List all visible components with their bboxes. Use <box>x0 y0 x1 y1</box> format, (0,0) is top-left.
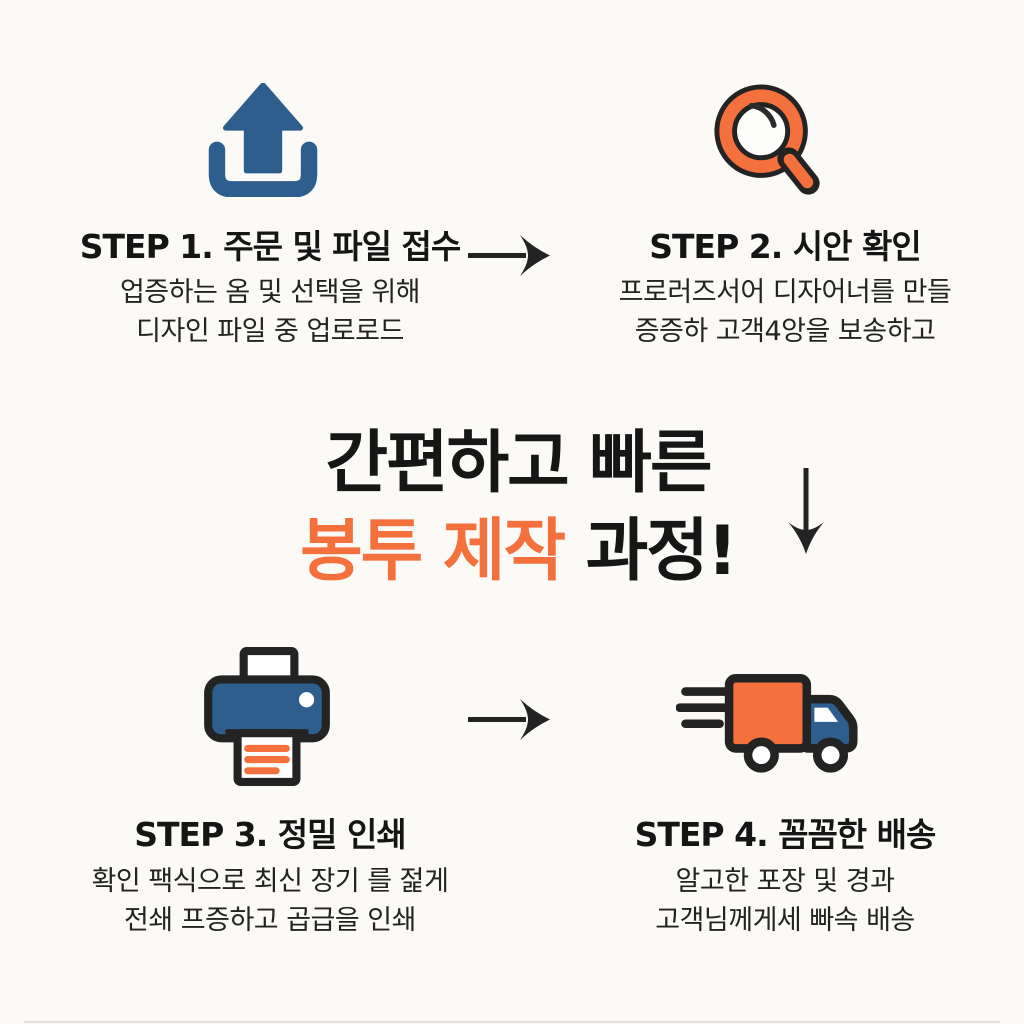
heading-rest: 과정! <box>564 512 738 591</box>
delivery-truck-icon <box>675 666 858 778</box>
step-4-desc-line-2: 고객님께게세 빠속 배송 <box>655 905 915 936</box>
step-3-desc-line-1: 확인 팩식으로 최신 장기 를 젍게 <box>91 866 449 897</box>
main-heading: 간편하고 빠른 봉투 제작 과정! <box>62 420 974 596</box>
step-4-title: STEP 4. 꼼꼼한 배송 <box>634 815 937 854</box>
arrow-right-icon <box>466 695 554 747</box>
printer-icon <box>198 646 336 792</box>
heading-highlight: 봉투 제작 <box>300 512 566 591</box>
step-1-desc-line-1: 업증하는 옴 및 선택을 위해 <box>119 277 421 308</box>
upload-icon <box>202 82 324 201</box>
step-4-block: STEP 4. 꼼꼼한 배송 알고한 포장 및 경과 고객님께게세 빠속 배송 <box>565 640 1005 950</box>
bottom-edge-artifact <box>24 1021 1000 1023</box>
main-heading-line-1: 간편하고 빠른 <box>325 424 712 503</box>
step-1-desc-line-2: 디자인 파일 중 업로로드 <box>136 316 404 347</box>
step-2-desc-line-2: 증증하 고객4앙을 보송하고 <box>634 316 936 347</box>
step-1-block: STEP 1. 주문 및 파일 접수 업증하는 옴 및 선택을 위해 디자인 파… <box>58 70 482 360</box>
step-3-block: STEP 3. 정밀 인쇄 확인 팩식으로 최신 장기 를 젍게 전쇄 프증하고… <box>55 640 485 950</box>
step-1-title: STEP 1. 주문 및 파일 접수 <box>79 227 461 266</box>
search-magnifier-icon <box>710 80 828 208</box>
step-4-description: 알고한 포장 및 경과 고객님께게세 빠속 배송 <box>565 862 1005 940</box>
arrow-down-icon <box>786 466 826 572</box>
step-3-description: 확인 팩식으로 최신 장기 를 젍게 전쇄 프증하고 곱급을 인쇄 <box>55 862 485 940</box>
step-2-description: 프로러즈서어 디자어너를 만들 증증하 고객4앙을 보송하고 <box>570 273 1000 351</box>
arrow-right-icon <box>466 231 554 283</box>
main-heading-line-2: 봉투 제작 과정! <box>62 508 974 596</box>
step-3-title: STEP 3. 정밀 인쇄 <box>134 815 406 854</box>
step-3-desc-line-2: 전쇄 프증하고 곱급을 인쇄 <box>124 905 417 936</box>
step-2-title: STEP 2. 시안 확인 <box>649 227 921 266</box>
step-2-block: STEP 2. 시안 확인 프로러즈서어 디자어너를 만들 증증하 고객4앙을 … <box>570 70 1000 360</box>
step-4-desc-line-1: 알고한 포장 및 경과 <box>675 866 895 897</box>
step-1-description: 업증하는 옴 및 선택을 위해 디자인 파일 중 업로로드 <box>58 273 482 351</box>
step-2-desc-line-1: 프로러즈서어 디자어너를 만들 <box>618 277 952 308</box>
